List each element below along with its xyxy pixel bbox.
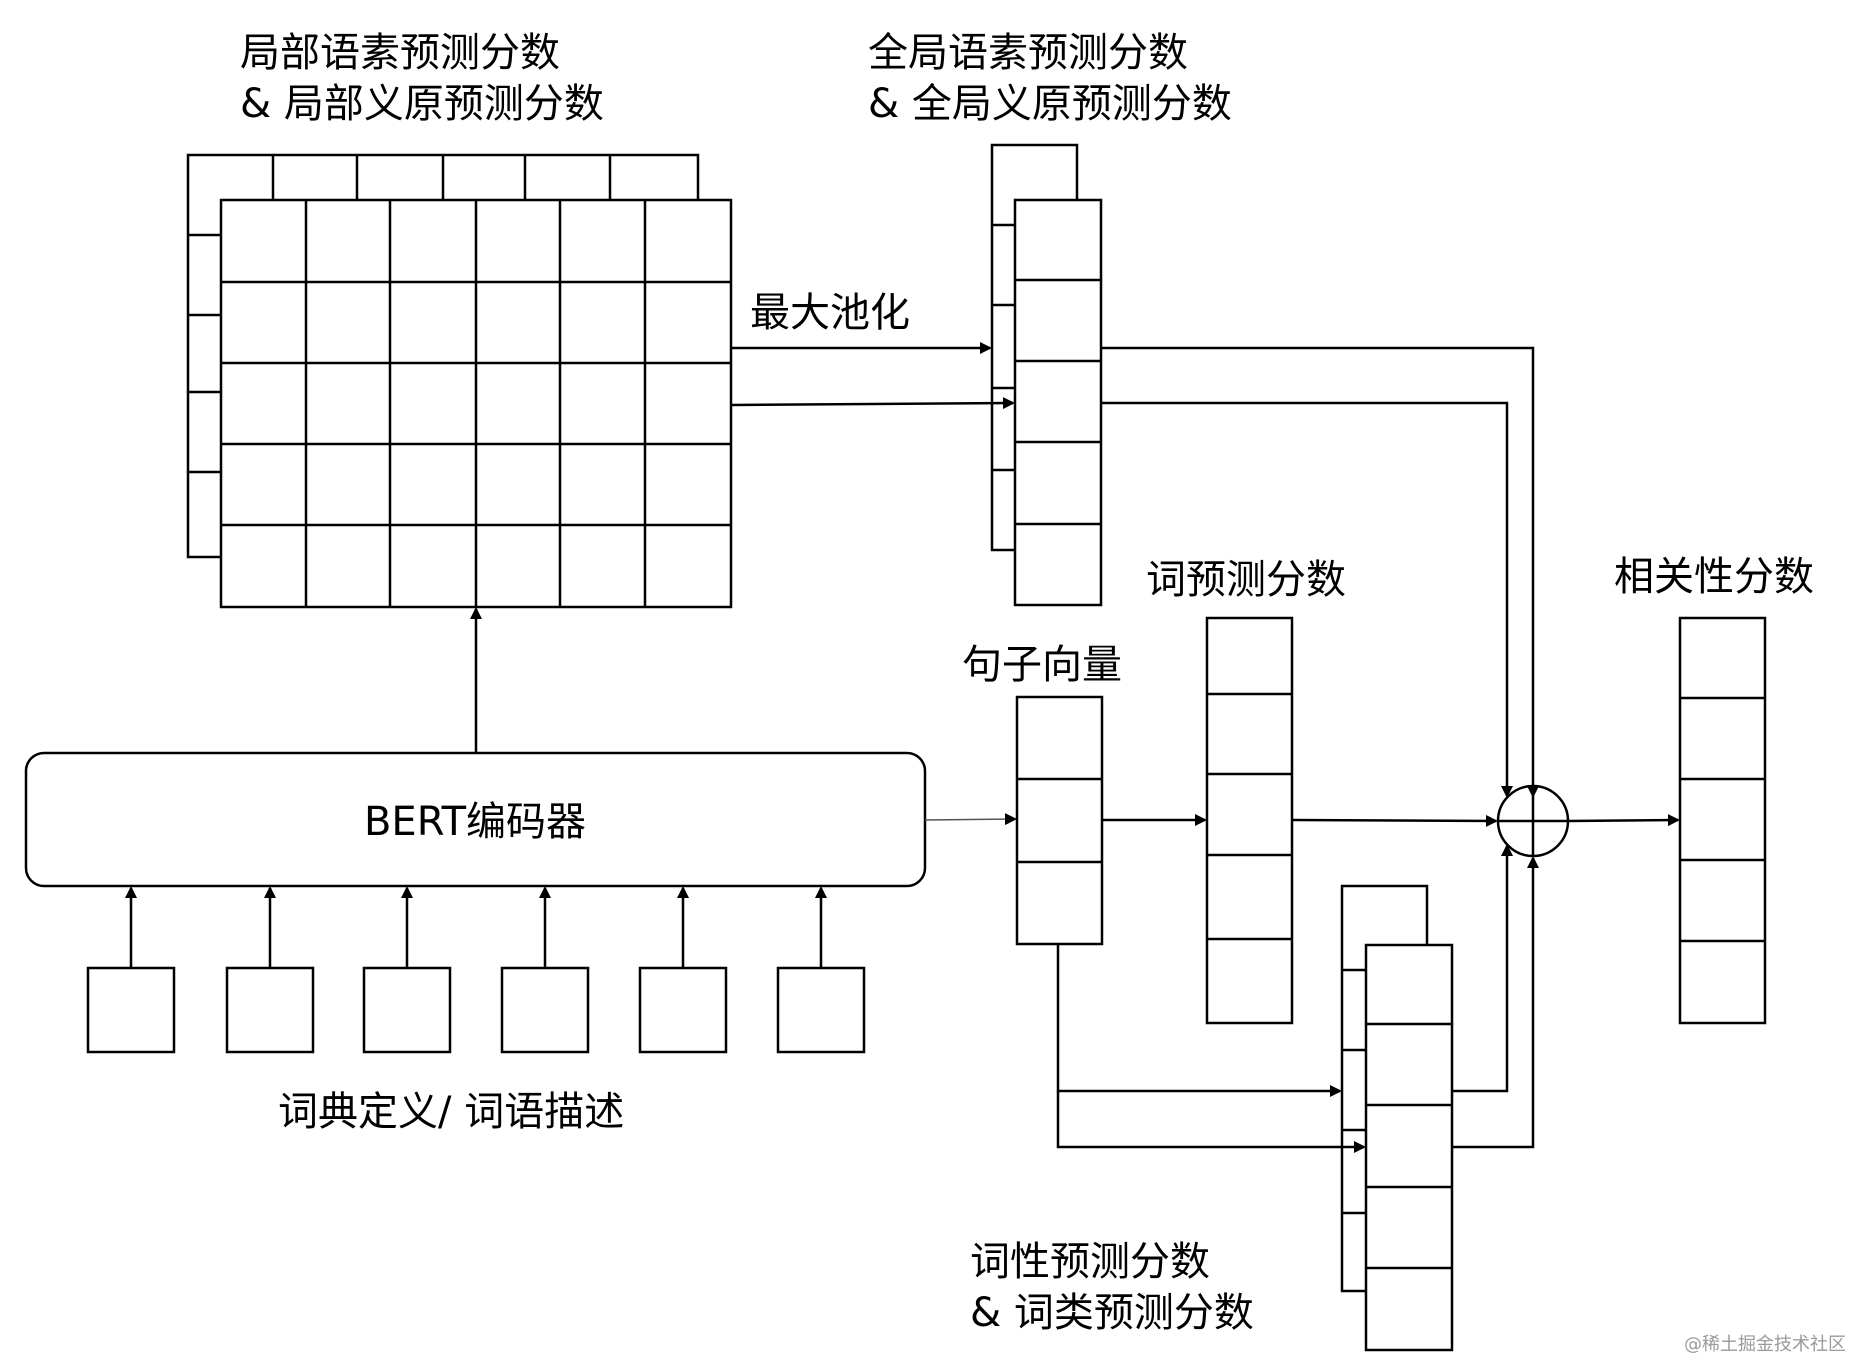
- input-token-box: [86, 966, 176, 1054]
- input-label: 词典定义/ 词语描述: [278, 1089, 624, 1135]
- pos-to-combiner-arrow-2: [1452, 856, 1539, 1149]
- word-pred-vector: [1205, 616, 1294, 1025]
- sentence-to-pos-arrow-1: [1056, 944, 1342, 1097]
- global-scores-label-line1: 全局语素预测分数: [868, 30, 1188, 76]
- pos-label-line2: & 词类预测分数: [970, 1290, 1254, 1336]
- local-scores-label-line1: 局部语素预测分数: [240, 30, 560, 76]
- sentence-vector-label: 句子向量: [962, 642, 1122, 688]
- input-token-box: [776, 966, 866, 1054]
- pos-to-combiner-arrow-1: [1452, 844, 1513, 1093]
- global-scores-label-line2: & 全局义原预测分数: [868, 81, 1232, 127]
- sum-combiner-icon: [1496, 784, 1570, 858]
- local-score-matrix: [219, 198, 733, 609]
- input-token-box: [225, 966, 315, 1054]
- max-pooling-label: 最大池化: [750, 290, 910, 336]
- word-pred-label: 词预测分数: [1146, 557, 1346, 603]
- sentence-vector: [1015, 695, 1104, 946]
- input-tokens: [86, 886, 866, 1054]
- pos-label-line1: 词性预测分数: [970, 1239, 1210, 1285]
- max-pool-arrow-2: [730, 397, 1015, 410]
- input-token-box: [362, 966, 452, 1054]
- input-token-box: [500, 966, 590, 1054]
- global-to-combiner-arrow-1: [1101, 346, 1539, 798]
- global-score-vector: [1013, 198, 1103, 607]
- input-token-box: [638, 966, 728, 1054]
- local-scores-label-line2: & 局部义原预测分数: [240, 81, 604, 127]
- global-to-combiner-arrow-2: [1101, 401, 1513, 798]
- relevance-vector: [1678, 616, 1767, 1025]
- watermark: @稀土掘金技术社区: [1684, 1334, 1846, 1355]
- pos-score-vector: [1364, 943, 1454, 1352]
- encoder-to-sentence-arrow: [924, 813, 1017, 826]
- bert-encoder-label: BERT编码器: [364, 799, 586, 845]
- sentence-to-pos-arrow-2: [1056, 1091, 1366, 1153]
- combiner-to-relevance-arrow: [1567, 814, 1680, 827]
- relevance-label: 相关性分数: [1614, 554, 1814, 600]
- word-to-combiner-arrow: [1291, 814, 1498, 827]
